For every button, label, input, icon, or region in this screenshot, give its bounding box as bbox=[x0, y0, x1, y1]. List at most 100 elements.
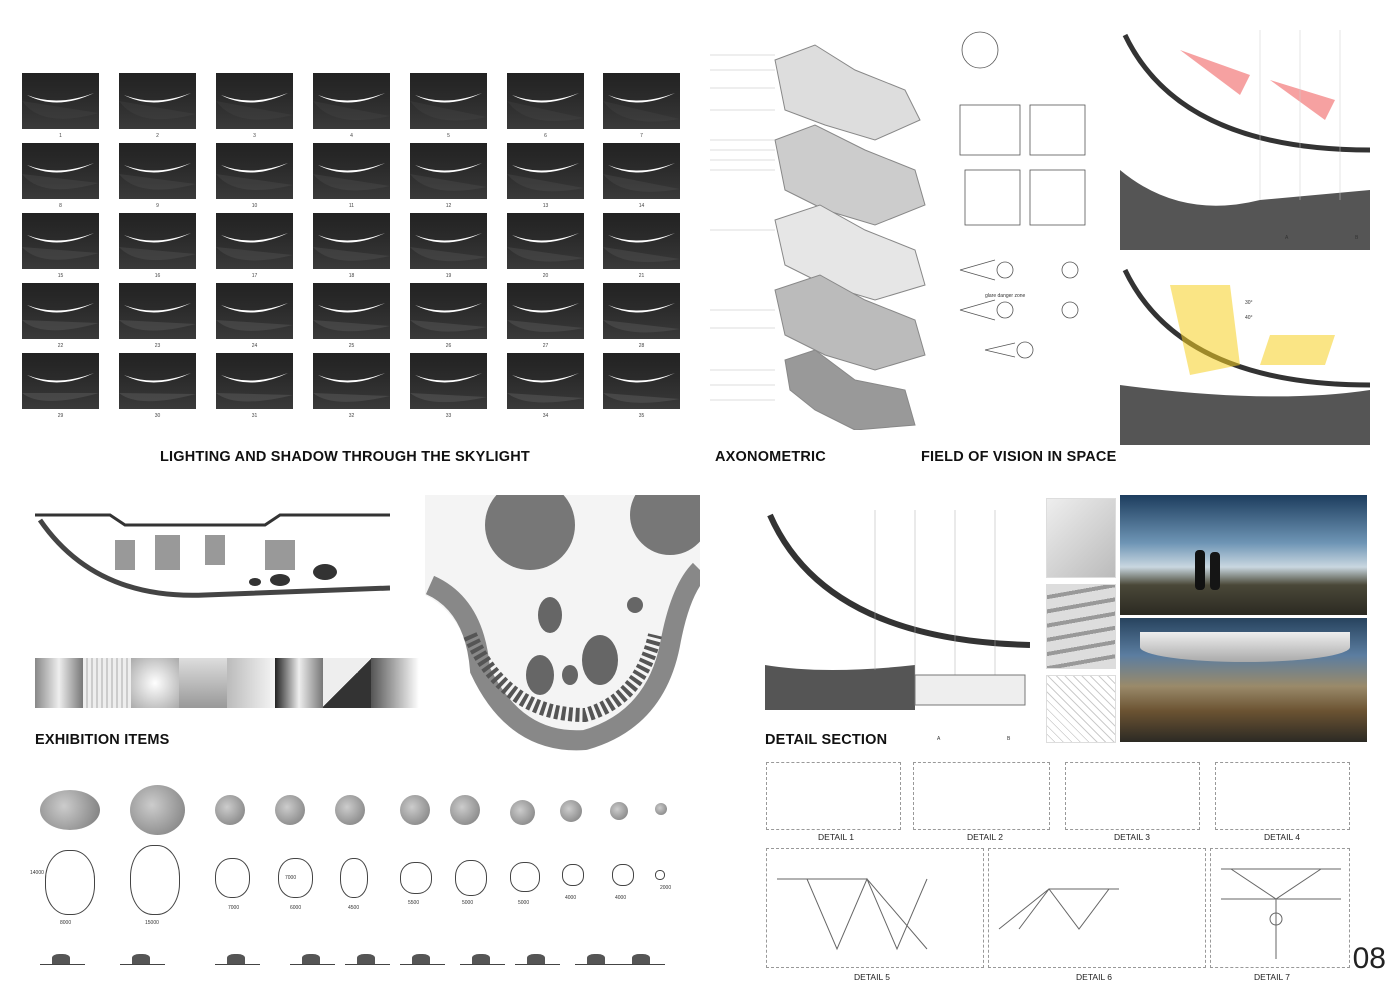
dimension-label: 14000 bbox=[30, 870, 44, 876]
exhibit-item-plan bbox=[215, 858, 250, 898]
material-swatch bbox=[371, 658, 419, 708]
skylight-thumbnail bbox=[410, 213, 487, 269]
thumbnail-number: 31 bbox=[251, 413, 258, 419]
skylight-thumbnail bbox=[603, 73, 680, 129]
thumbnail-number: 19 bbox=[445, 273, 452, 279]
exhibit-item-render bbox=[40, 790, 100, 830]
skylight-thumbnail bbox=[603, 213, 680, 269]
thumbnail-number: 5 bbox=[447, 133, 450, 139]
detail-6-label: DETAIL 6 bbox=[1076, 972, 1112, 982]
exhibit-item-plan bbox=[45, 850, 95, 915]
thumbnail-number: 18 bbox=[348, 273, 355, 279]
thumbnail-number: 6 bbox=[544, 133, 547, 139]
exhibit-item-render bbox=[335, 795, 365, 825]
section-mark-b: B bbox=[1355, 235, 1359, 241]
exhibit-item-elevation bbox=[345, 945, 390, 965]
skylight-thumbnail bbox=[22, 353, 99, 409]
thumbnail-number: 35 bbox=[638, 413, 645, 419]
dimension-label: 5000 bbox=[462, 900, 474, 906]
skylight-thumbnail bbox=[119, 73, 196, 129]
dimension-label: 15000 bbox=[145, 920, 159, 926]
exhibit-item-render bbox=[560, 800, 582, 822]
dimension-label: 2000 bbox=[660, 885, 672, 891]
exhibit-item-render bbox=[450, 795, 480, 825]
skylight-thumbnail bbox=[313, 353, 390, 409]
thumbnail-number: 20 bbox=[542, 273, 549, 279]
skylight-thumbnail bbox=[216, 213, 293, 269]
skylight-thumbnail bbox=[410, 353, 487, 409]
thumbnail-number: 8 bbox=[59, 203, 62, 209]
thumbnail-number: 7 bbox=[640, 133, 643, 139]
exhibit-item-plan bbox=[510, 862, 540, 892]
detail-2-drawing bbox=[913, 762, 1050, 830]
heading-vision: FIELD OF VISION IN SPACE bbox=[921, 449, 1117, 465]
skylight-thumbnail bbox=[507, 73, 584, 129]
thumbnail-number: 15 bbox=[57, 273, 64, 279]
skylight-module-render-3 bbox=[1046, 675, 1116, 743]
exhibit-item-elevation bbox=[575, 945, 620, 965]
thumbnail-number: 26 bbox=[445, 343, 452, 349]
heading-axonometric: AXONOMETRIC bbox=[715, 449, 826, 465]
thumbnail-number: 11 bbox=[348, 203, 355, 209]
interior-render bbox=[1120, 495, 1367, 615]
detail-5-drawing bbox=[766, 848, 984, 968]
page-number: 08 bbox=[1352, 942, 1386, 975]
skylight-thumbnail bbox=[313, 213, 390, 269]
detail-7-label: DETAIL 7 bbox=[1254, 972, 1290, 982]
dimension-label: 4000 bbox=[615, 895, 627, 901]
thumbnail-number: 4 bbox=[350, 133, 353, 139]
skylight-thumbnail bbox=[507, 283, 584, 339]
exhibit-item-plan bbox=[655, 870, 665, 880]
skylight-thumbnail bbox=[507, 143, 584, 199]
field-of-vision-sketches: glare danger zone bbox=[955, 25, 1095, 390]
section-mark-a: A bbox=[1285, 235, 1289, 241]
skylight-module-render-2 bbox=[1046, 584, 1116, 669]
thumbnail-number: 21 bbox=[638, 273, 645, 279]
thumbnail-number: 28 bbox=[638, 343, 645, 349]
dimension-label: 7000 bbox=[228, 905, 240, 911]
material-swatch bbox=[275, 658, 323, 708]
thumbnail-number: 30 bbox=[154, 413, 161, 419]
exhibit-item-plan bbox=[455, 860, 487, 896]
dimension-label: 4500 bbox=[348, 905, 360, 911]
skylight-thumbnail bbox=[313, 283, 390, 339]
dimension-label: 5500 bbox=[408, 900, 420, 906]
exhibit-item-elevation bbox=[460, 945, 505, 965]
detail-5-label: DETAIL 5 bbox=[854, 972, 890, 982]
exhibit-item-plan bbox=[340, 858, 368, 898]
exhibit-item-render bbox=[400, 795, 430, 825]
thumbnail-number: 10 bbox=[251, 203, 258, 209]
glare-label: glare danger zone bbox=[985, 293, 1026, 299]
skylight-thumbnail bbox=[216, 353, 293, 409]
dimension-label: 5000 bbox=[518, 900, 530, 906]
skylight-thumbnail bbox=[119, 213, 196, 269]
vision-section-top: A B bbox=[1120, 20, 1371, 250]
skylight-thumbnail bbox=[216, 73, 293, 129]
thumbnail-number: 9 bbox=[156, 203, 159, 209]
skylight-thumbnail bbox=[603, 283, 680, 339]
skylight-thumbnail bbox=[410, 143, 487, 199]
thumbnail-number: 13 bbox=[542, 203, 549, 209]
heading-skylight: LIGHTING AND SHADOW THROUGH THE SKYLIGHT bbox=[160, 449, 530, 465]
detail-1-label: DETAIL 1 bbox=[818, 832, 854, 842]
exhibit-item-render bbox=[655, 803, 667, 815]
skylight-thumbnail bbox=[22, 143, 99, 199]
skylight-thumbnail bbox=[119, 283, 196, 339]
material-swatch bbox=[227, 658, 275, 708]
skylight-thumbnail bbox=[22, 73, 99, 129]
heading-detail-section: DETAIL SECTION bbox=[765, 732, 888, 748]
skylight-thumbnail bbox=[22, 283, 99, 339]
exhibition-plan bbox=[425, 495, 700, 770]
exhibit-item-plan bbox=[130, 845, 180, 915]
exhibit-item-elevation bbox=[290, 945, 335, 965]
exhibit-item-render bbox=[610, 802, 628, 820]
exhibit-item-render bbox=[130, 785, 185, 835]
material-swatch bbox=[83, 658, 131, 708]
axonometric-drawing bbox=[705, 40, 935, 431]
material-swatch bbox=[35, 658, 83, 708]
exhibit-item-render bbox=[510, 800, 535, 825]
detail-2-label: DETAIL 2 bbox=[967, 832, 1003, 842]
heading-exhibition: EXHIBITION ITEMS bbox=[35, 732, 170, 748]
skylight-thumbnail bbox=[119, 143, 196, 199]
exhibit-item-elevation bbox=[515, 945, 560, 965]
